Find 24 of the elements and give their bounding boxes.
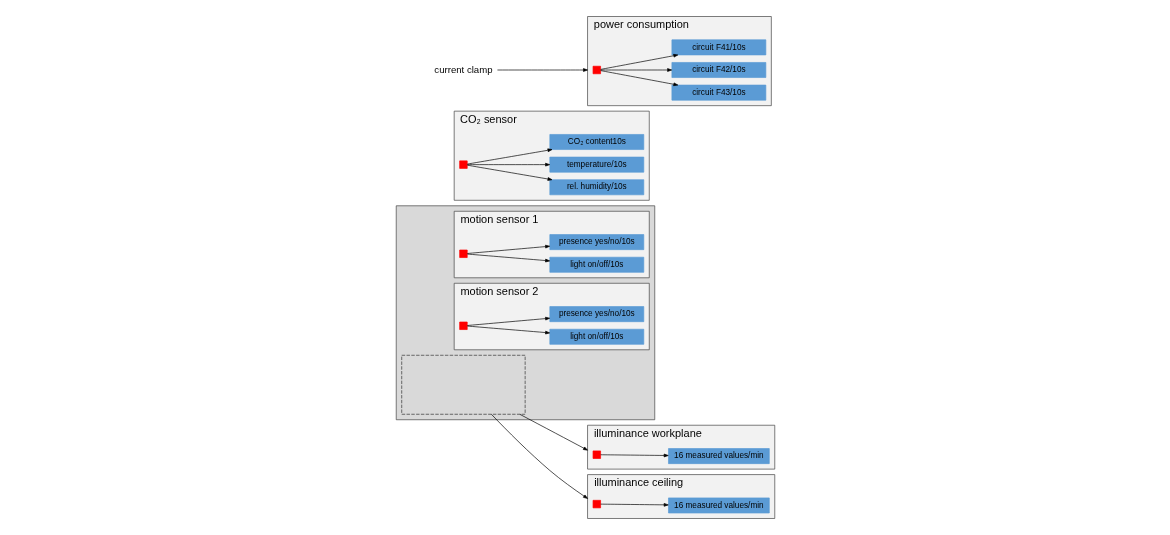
arrow — [466, 162, 550, 167]
arrow — [490, 413, 588, 499]
arrow — [599, 453, 669, 458]
arrow — [466, 244, 550, 254]
arrow — [599, 53, 678, 70]
arrow — [466, 148, 552, 165]
arrow — [599, 70, 678, 87]
node-box — [592, 450, 601, 459]
node-box — [592, 65, 601, 75]
arrow — [466, 325, 550, 335]
arrow — [599, 503, 669, 507]
arrow — [466, 164, 552, 181]
arrow — [466, 253, 550, 263]
arrow — [496, 68, 588, 72]
node-box — [458, 160, 468, 169]
cluster — [395, 205, 655, 421]
arrow — [599, 68, 672, 72]
arrow — [466, 316, 550, 326]
arrow — [519, 414, 588, 451]
node-box — [458, 249, 468, 258]
node-box — [458, 321, 468, 330]
node-box — [400, 354, 525, 415]
node-box — [592, 499, 601, 509]
node-text: current clamp — [433, 63, 492, 75]
